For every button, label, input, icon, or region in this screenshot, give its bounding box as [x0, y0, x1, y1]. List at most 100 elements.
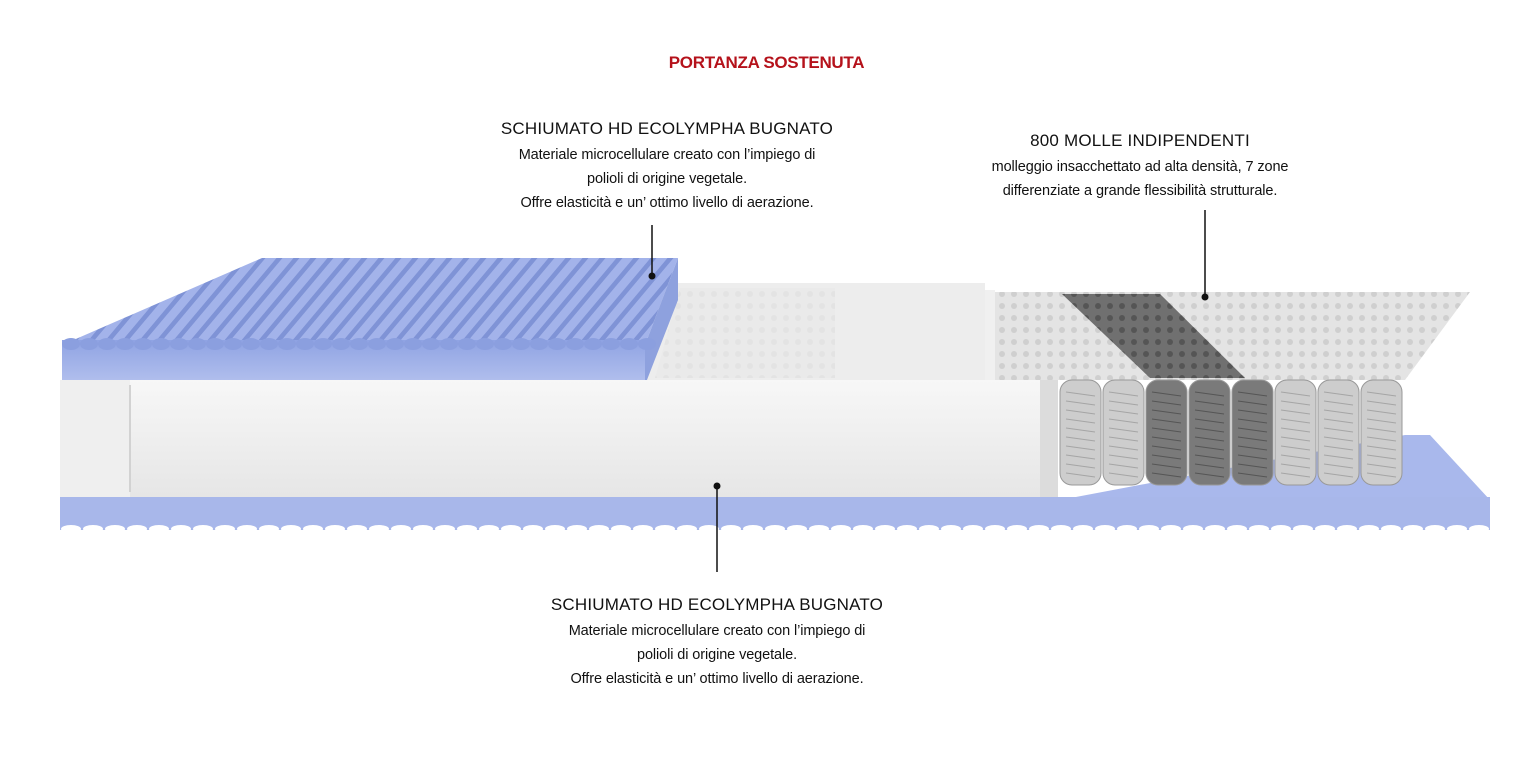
- comfort-layer-quilt: [655, 288, 835, 378]
- spring-coil: [1108, 445, 1139, 451]
- callout-line: Materiale microcellulare creato con l’im…: [568, 623, 866, 639]
- foam-bump: [170, 338, 188, 350]
- leader-dot-bottom-foam: [713, 482, 721, 490]
- foam-bump: [1359, 525, 1379, 533]
- leader-dot-top-foam: [648, 272, 656, 280]
- foam-bump: [422, 338, 440, 350]
- spring-coil: [1237, 391, 1268, 397]
- foam-bump: [985, 525, 1005, 533]
- foam-bump: [368, 338, 386, 350]
- foam-bump: [809, 525, 829, 533]
- foam-bump: [1315, 525, 1335, 533]
- spring-coil: [1280, 472, 1311, 478]
- foam-bump: [188, 338, 206, 350]
- callout-line: Materiale microcellulare creato con l’im…: [518, 147, 816, 163]
- foam-bump: [1095, 525, 1115, 533]
- top-foam-surface: [62, 258, 678, 345]
- foam-bump: [369, 525, 389, 533]
- foam-bump: [325, 525, 345, 533]
- callout-line: molleggio insacchettato ad alta densità,…: [991, 159, 1289, 175]
- spring-coil: [1237, 409, 1268, 415]
- foam-bump: [259, 525, 279, 533]
- foam-bump: [404, 338, 422, 350]
- spring-coil: [1323, 436, 1354, 442]
- foam-bump: [1403, 525, 1423, 533]
- spring-coil: [1237, 400, 1268, 406]
- spring-coil: [1237, 427, 1268, 433]
- spring-coil: [1065, 391, 1096, 397]
- foam-bump: [350, 338, 368, 350]
- foam-bump: [897, 525, 917, 533]
- spring-coil: [1194, 463, 1225, 469]
- spring-coil: [1237, 436, 1268, 442]
- spring-coil: [1194, 427, 1225, 433]
- spring-coil: [1280, 463, 1311, 469]
- foam-bump: [699, 525, 719, 533]
- spring-coil: [1194, 472, 1225, 478]
- foam-bump: [611, 525, 631, 533]
- spring-coil: [1151, 391, 1182, 397]
- foam-bump: [224, 338, 242, 350]
- spring-coil: [1323, 391, 1354, 397]
- pocket-springs: [1059, 379, 1403, 486]
- foam-bump: [440, 338, 458, 350]
- spring-coil: [1151, 400, 1182, 406]
- callout-heading: 800 MOLLE INDIPENDENTI: [1030, 131, 1250, 150]
- spring-coil: [1280, 427, 1311, 433]
- spring-coil: [1366, 445, 1397, 451]
- spring-coil: [1323, 427, 1354, 433]
- foam-bump: [278, 338, 296, 350]
- foam-bump: [633, 525, 653, 533]
- spring-coil: [1151, 454, 1182, 460]
- foam-bump: [787, 525, 807, 533]
- spring-coil: [1280, 454, 1311, 460]
- foam-bump: [1205, 525, 1225, 533]
- spring-coil: [1280, 436, 1311, 442]
- leader-dot-springs: [1201, 293, 1209, 301]
- foam-bump: [237, 525, 257, 533]
- callout-bottom-foam: SCHIUMATO HD ECOLYMPHA BUGNATO Materiale…: [487, 595, 947, 691]
- foam-bump: [548, 338, 566, 350]
- foam-bump: [1161, 525, 1181, 533]
- foam-bump: [296, 338, 314, 350]
- spring-coil: [1194, 409, 1225, 415]
- foam-bump: [1117, 525, 1137, 533]
- foam-bump: [512, 338, 530, 350]
- foam-bump: [494, 338, 512, 350]
- foam-bump: [1007, 525, 1027, 533]
- foam-bump: [476, 338, 494, 350]
- foam-bump: [620, 338, 638, 350]
- foam-bump: [152, 338, 170, 350]
- spring-coil: [1280, 418, 1311, 424]
- spring-coil: [1108, 427, 1139, 433]
- foam-bump: [765, 525, 785, 533]
- foam-bump: [941, 525, 961, 533]
- spring-coil: [1108, 400, 1139, 406]
- foam-bump: [853, 525, 873, 533]
- spring-coil: [1366, 418, 1397, 424]
- callout-line: Offre elasticità e un’ ottimo livello di…: [570, 671, 864, 687]
- foam-bump: [242, 338, 260, 350]
- spring-coil: [1108, 436, 1139, 442]
- spring-coil: [1280, 445, 1311, 451]
- foam-bump: [1425, 525, 1445, 533]
- foam-bump: [83, 525, 103, 533]
- spring-coil: [1366, 436, 1397, 442]
- spring-coil: [1065, 427, 1096, 433]
- top-foam-side: [645, 258, 678, 385]
- foam-bump: [1381, 525, 1401, 533]
- foam-bump: [677, 525, 697, 533]
- spring-coil: [1151, 427, 1182, 433]
- foam-bump: [1051, 525, 1071, 533]
- foam-bump: [638, 338, 656, 350]
- foam-bump: [602, 338, 620, 350]
- foam-bump: [171, 525, 191, 533]
- spring-coil: [1323, 445, 1354, 451]
- spring-coil: [1237, 418, 1268, 424]
- foam-bump: [80, 338, 98, 350]
- spring-coil: [1237, 445, 1268, 451]
- foam-bump: [530, 338, 548, 350]
- foam-bump: [303, 525, 323, 533]
- spring-coil: [1366, 391, 1397, 397]
- spring-coil: [1194, 436, 1225, 442]
